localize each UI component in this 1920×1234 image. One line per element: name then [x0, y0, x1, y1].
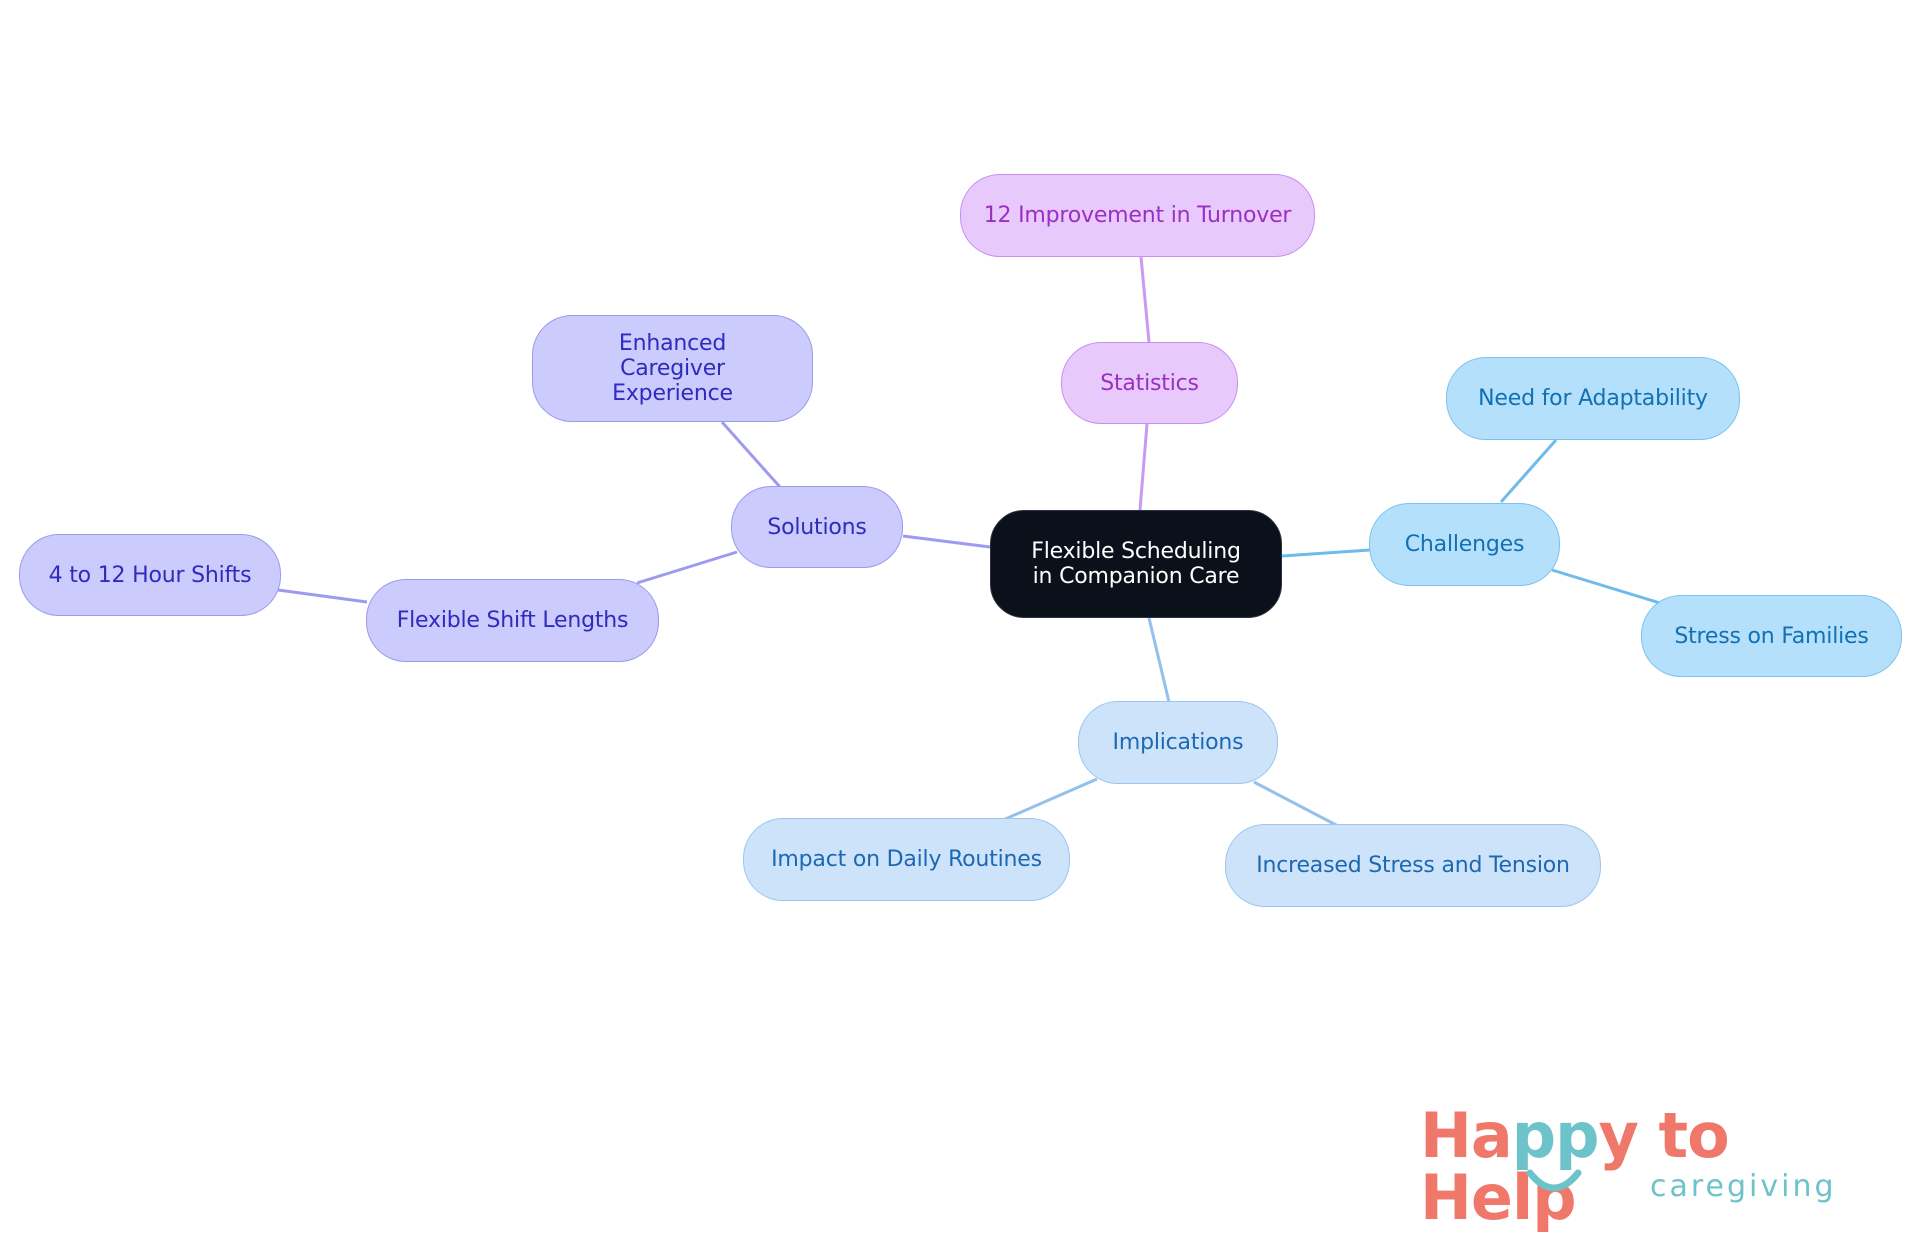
edge-root-statistics [1138, 423, 1149, 511]
root-node: Flexible Scheduling in Companion Care [990, 510, 1282, 618]
hour-shifts-node: 4 to 12 Hour Shifts [19, 534, 281, 616]
stress-families-label: Stress on Families [1674, 623, 1869, 649]
statistics-node: Statistics [1061, 342, 1238, 424]
edge-implications-routines [1002, 777, 1098, 822]
daily-routines-node: Impact on Daily Routines [743, 818, 1070, 901]
statistics-label: Statistics [1100, 370, 1199, 396]
root-label: Flexible Scheduling in Companion Care [1031, 539, 1241, 589]
edge-challenges-adaptability [1499, 439, 1558, 503]
flexible-shift-node: Flexible Shift Lengths [366, 579, 659, 662]
solutions-node: Solutions [731, 486, 903, 568]
edge-solutions-enhanced [720, 421, 782, 488]
happy-to-help-logo: Happy to Help caregiving [1420, 1105, 1900, 1229]
turnover-label: 12 Improvement in Turnover [983, 203, 1292, 228]
implications-label: Implications [1112, 730, 1244, 755]
edge-statistics-turnover [1139, 256, 1151, 343]
logo-tagline: caregiving [1650, 1169, 1837, 1204]
edge-challenges-stress [1551, 568, 1661, 605]
enhanced-caregiver-label: Enhanced Caregiver Experience [612, 331, 733, 406]
logo-wordmark: Happy to Help [1420, 1099, 1730, 1234]
edge-solutions-flexshift [636, 550, 738, 585]
adaptability-label: Need for Adaptability [1478, 386, 1708, 411]
smile-icon [1526, 1169, 1582, 1192]
challenges-label: Challenges [1404, 532, 1525, 557]
solutions-label: Solutions [767, 514, 867, 540]
adaptability-node: Need for Adaptability [1446, 357, 1740, 440]
edge-implications-stress [1253, 780, 1339, 828]
daily-routines-label: Impact on Daily Routines [771, 847, 1042, 872]
turnover-node: 12 Improvement in Turnover [960, 174, 1315, 257]
edge-root-implications [1147, 617, 1171, 703]
challenges-node: Challenges [1369, 503, 1560, 586]
edge-root-solutions [902, 534, 991, 549]
implications-node: Implications [1078, 701, 1278, 784]
hour-shifts-label: 4 to 12 Hour Shifts [48, 562, 252, 588]
flexible-shift-label: Flexible Shift Lengths [396, 608, 629, 633]
stress-families-node: Stress on Families [1641, 595, 1902, 677]
edge-root-challenges [1281, 548, 1371, 558]
stress-tension-node: Increased Stress and Tension [1225, 824, 1601, 907]
stress-tension-label: Increased Stress and Tension [1256, 853, 1570, 878]
edge-flexshift-hourshifts [277, 588, 368, 604]
enhanced-caregiver-node: Enhanced Caregiver Experience [532, 315, 813, 422]
